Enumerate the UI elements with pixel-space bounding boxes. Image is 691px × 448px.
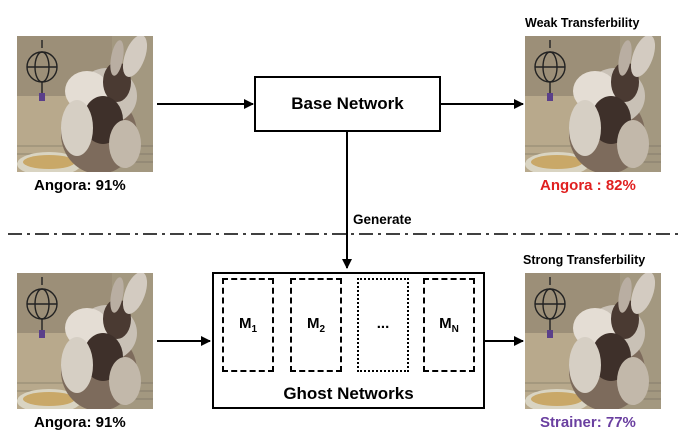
ghost-model-2: M2 [290,278,342,372]
output-caption-bottom: Strainer: 77% [540,414,636,431]
model-subscript: N [451,324,459,335]
output-caption-top: Angora : 82% [540,177,636,194]
strong-transferability-header: Strong Transferbility [523,253,646,267]
model-letter: M [238,315,252,332]
ghost-model-ellipsis: ... [357,278,409,372]
model-letter: M [439,315,452,332]
ghost-networks-box: M1 M2 ... MN Ghost Networks [212,272,485,409]
ghost-networks-label: Ghost Networks [283,384,414,403]
input-caption-bottom: Angora: 91% [34,414,126,431]
base-network-label: Base Network [291,94,404,113]
output-image-bottom [525,273,661,409]
input-image-bottom [17,273,153,409]
ghost-model-1: M1 [222,278,274,372]
base-network-box: Base Network [254,76,441,132]
input-caption-top: Angora: 91% [34,177,126,194]
model-letter: M [306,315,320,332]
ghost-model-n: MN [423,278,475,372]
model-subscript: 2 [319,324,326,335]
generate-label: Generate [353,212,412,227]
input-image-top [17,36,153,172]
output-image-top [525,36,661,172]
model-letter: ... [376,315,390,332]
model-subscript: 1 [251,324,258,335]
weak-transferability-header: Weak Transferbility [525,16,640,30]
